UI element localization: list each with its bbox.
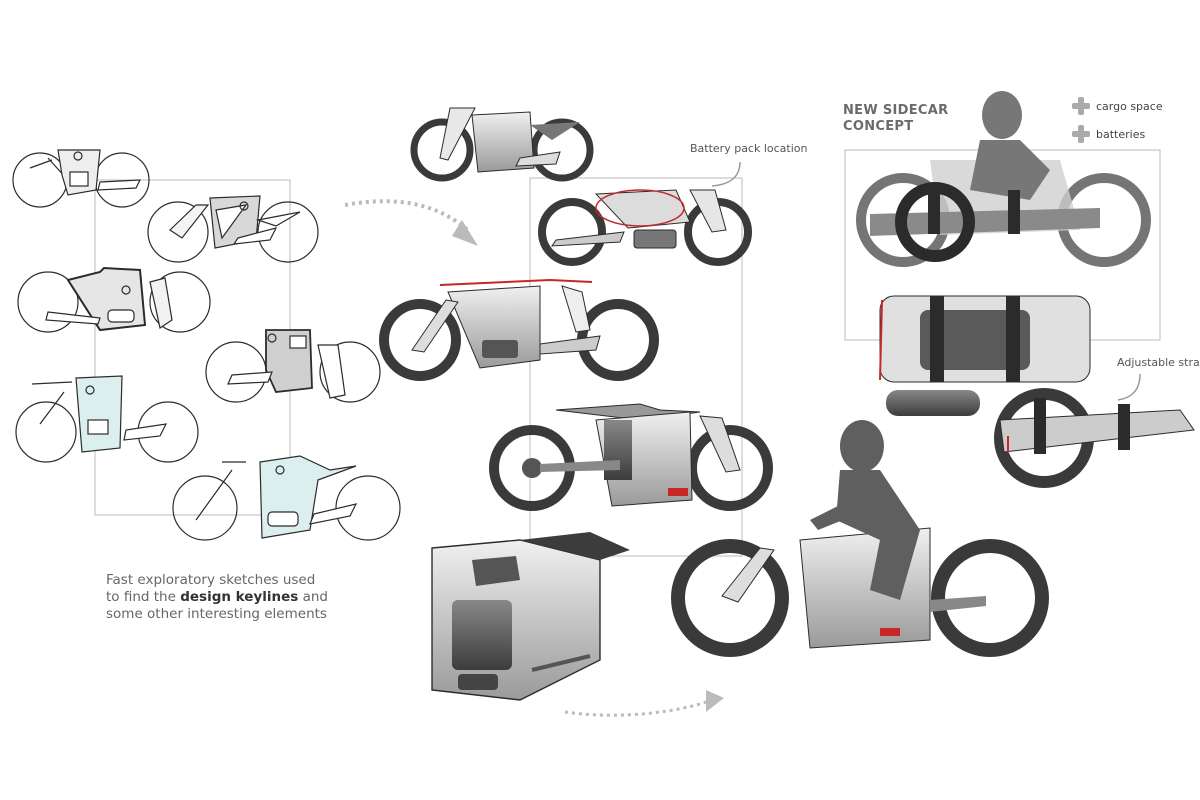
caption-line-2: to find the design keylines and (106, 589, 366, 606)
exploratory-sketch-3 (17, 266, 211, 333)
caption-line-2-post: and (298, 589, 329, 605)
battery-pack-label: Battery pack location (690, 142, 808, 155)
sidecar-title: NEW SIDECAR CONCEPT (843, 103, 948, 135)
flow-arrow-1-head (452, 220, 478, 246)
plus-icon (1072, 125, 1090, 143)
flow-arrow-1 (344, 199, 472, 234)
sidecar-detail-view (994, 388, 1195, 488)
sidecar-side-view (856, 91, 1151, 267)
battery-module-3d (431, 532, 630, 701)
refined-bike-4 (489, 403, 773, 511)
flow-arrow-2 (564, 698, 713, 717)
sidecar-title-line-1: NEW SIDECAR (843, 103, 949, 118)
adjustable-strap-label: Adjustable strap (1117, 356, 1200, 369)
sidecar-feature-list: cargo space batteries (1072, 92, 1163, 148)
refined-bike-2 (538, 189, 752, 266)
feature-label: batteries (1096, 127, 1146, 141)
refined-bike-3 (379, 278, 659, 381)
caption-line-3: some other interesting elements (106, 606, 327, 622)
exploratory-sketch-4 (205, 329, 381, 403)
sidecar-title-line-2: CONCEPT (843, 119, 914, 134)
flow-arrow-2-head (706, 690, 724, 712)
feature-item: batteries (1072, 120, 1163, 148)
sidecar-top-view (879, 295, 1091, 416)
exploratory-sketch-1 (12, 149, 150, 208)
exploratory-sketch-6 (172, 455, 401, 541)
caption-line-1: Fast exploratory sketches used (106, 572, 316, 588)
exploratory-sketch-2 (147, 195, 319, 263)
refined-bike-1 (410, 107, 594, 182)
plus-icon (1072, 97, 1090, 115)
battery-pointer-arrow (711, 161, 741, 187)
sketch-caption: Fast exploratory sketches used to find t… (106, 572, 366, 623)
strap-pointer-arrow (1117, 373, 1141, 401)
caption-keyword: design keylines (180, 589, 299, 605)
caption-line-2-pre: to find the (106, 589, 181, 605)
exploratory-sketch-5 (15, 375, 199, 463)
feature-label: cargo space (1096, 99, 1163, 113)
final-bike-with-rider (671, 420, 1049, 657)
feature-item: cargo space (1072, 92, 1163, 120)
